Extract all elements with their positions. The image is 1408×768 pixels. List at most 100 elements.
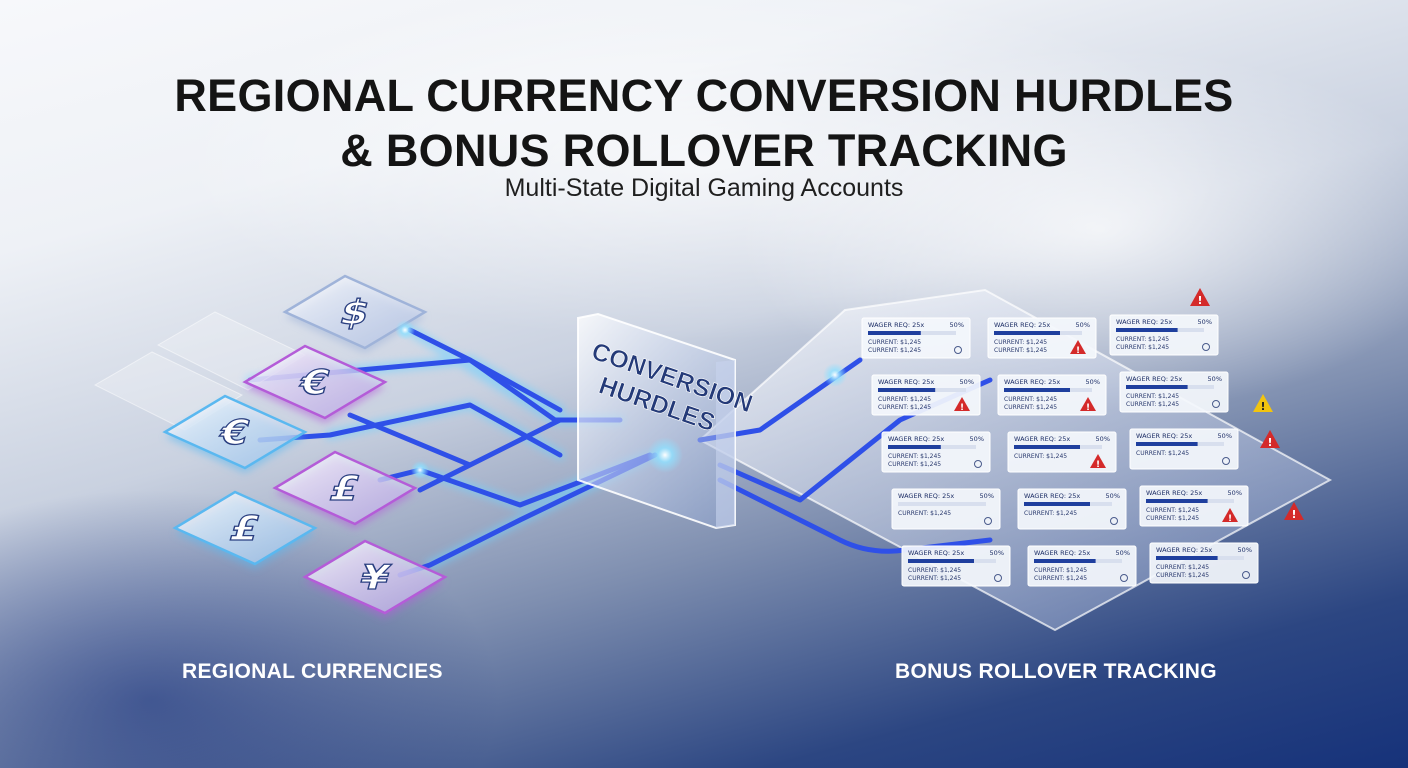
current-balance: CURRENT: $1,245 xyxy=(1156,564,1209,571)
rollover-progress-bar xyxy=(1126,385,1188,389)
warning-icon: ! xyxy=(1260,430,1280,449)
rollover-progress-bar xyxy=(868,331,921,335)
wager-requirement: WAGER REQ: 25x xyxy=(1146,489,1202,497)
current-balance: CURRENT: $1,245 xyxy=(898,510,951,517)
wager-percent: 50% xyxy=(1208,375,1222,383)
currency-tile: £ xyxy=(172,490,318,569)
svg-text:!: ! xyxy=(1076,346,1080,356)
page-title: REGIONAL CURRENCY CONVERSION HURDLES & B… xyxy=(0,68,1408,178)
wager-requirement: WAGER REQ: 25x xyxy=(994,321,1050,329)
tracking-card: WAGER REQ: 25x 50% CURRENT: $1,245CURRENT:… xyxy=(1027,545,1137,587)
currency-tile: $ xyxy=(282,274,428,353)
rollover-progress-bar xyxy=(1034,559,1096,563)
rollover-progress-bar xyxy=(1146,499,1208,503)
wager-requirement: WAGER REQ: 25x xyxy=(1034,549,1090,557)
rollover-progress-bar xyxy=(1014,445,1080,449)
current-balance: CURRENT: $1,245 xyxy=(1126,393,1179,400)
title-line-2: & BONUS ROLLOVER TRACKING xyxy=(340,125,1068,176)
warning-icon: ! xyxy=(1070,340,1086,356)
status-icon xyxy=(1212,400,1220,408)
current-balance: CURRENT: $1,245 xyxy=(1034,567,1087,574)
currency-tile: £ xyxy=(272,450,418,529)
status-icon xyxy=(1222,457,1230,465)
status-icon xyxy=(974,460,982,468)
wager-requirement: WAGER REQ: 25x xyxy=(1116,318,1172,326)
rollover-progress-bar xyxy=(1024,502,1090,506)
warning-icon: ! xyxy=(1222,508,1238,524)
title-line-1: REGIONAL CURRENCY CONVERSION HURDLES xyxy=(174,70,1234,121)
current-balance: CURRENT: $1,245 xyxy=(1004,404,1057,411)
warning-icon: ! xyxy=(1080,397,1096,413)
svg-text:!: ! xyxy=(1291,508,1296,521)
current-balance: CURRENT: $1,245 xyxy=(868,347,921,354)
wager-requirement: WAGER REQ: 25x xyxy=(908,549,964,557)
wager-requirement: WAGER REQ: 25x xyxy=(888,435,944,443)
warning-icon: ! xyxy=(1284,502,1304,521)
caption-regional-currencies: REGIONAL CURRENCIES xyxy=(182,660,443,683)
rollover-progress-bar xyxy=(994,331,1060,335)
current-balance: CURRENT: $1,245 xyxy=(1116,344,1169,351)
wager-percent: 50% xyxy=(1116,549,1130,557)
current-balance: CURRENT: $1,245 xyxy=(1014,453,1067,460)
svg-text:!: ! xyxy=(1096,460,1100,470)
wager-requirement: WAGER REQ: 25x xyxy=(1126,375,1182,383)
wager-requirement: WAGER REQ: 25x xyxy=(1156,546,1212,554)
wager-percent: 50% xyxy=(960,378,974,386)
current-balance: CURRENT: $1,245 xyxy=(888,461,941,468)
current-balance: CURRENT: $1,245 xyxy=(994,339,1047,346)
wager-requirement: WAGER REQ: 25x xyxy=(1014,435,1070,443)
status-icon xyxy=(1202,343,1210,351)
status-icon xyxy=(1120,574,1128,582)
wager-requirement: WAGER REQ: 25x xyxy=(1004,378,1060,386)
conversion-hurdle-panel: CONVERSION HURDLES xyxy=(577,312,756,530)
wager-percent: 50% xyxy=(1086,378,1100,386)
current-balance: CURRENT: $1,245 xyxy=(1034,575,1087,582)
wager-percent: 50% xyxy=(990,549,1004,557)
rollover-progress-bar xyxy=(908,559,974,563)
currency-tile: € xyxy=(242,344,388,423)
current-balance: CURRENT: $1,245 xyxy=(1126,401,1179,408)
current-balance: CURRENT: $1,245 xyxy=(888,453,941,460)
wager-requirement: WAGER REQ: 25x xyxy=(868,321,924,329)
wager-requirement: WAGER REQ: 25x xyxy=(1024,492,1080,500)
page-subtitle: Multi-State Digital Gaming Accounts xyxy=(504,174,904,202)
current-balance: CURRENT: $1,245 xyxy=(1024,510,1077,517)
current-balance: CURRENT: $1,245 xyxy=(1146,507,1199,514)
warning-icon: ! xyxy=(954,397,970,413)
wager-percent: 50% xyxy=(980,492,994,500)
warning-icon: ! xyxy=(1190,288,1210,307)
floating-alerts: ! ! ! ! xyxy=(1190,288,1304,521)
svg-text:!: ! xyxy=(960,403,964,413)
warning-icon: ! xyxy=(1090,454,1106,470)
wager-percent: 50% xyxy=(1198,318,1212,326)
rollover-progress-bar xyxy=(878,388,936,392)
wager-percent: 50% xyxy=(1218,432,1232,440)
status-icon xyxy=(954,346,962,354)
current-balance: CURRENT: $1,245 xyxy=(1004,396,1057,403)
tracking-card: WAGER REQ: 25x 50% CURRENT: $1,245CURRENT:… xyxy=(1139,485,1249,527)
tracking-card: WAGER REQ: 25x 50% CURRENT: $1,245CURRENT:… xyxy=(1119,371,1229,413)
current-balance: CURRENT: $1,245 xyxy=(1146,515,1199,522)
rollover-progress-bar xyxy=(1136,442,1198,446)
wager-percent: 50% xyxy=(1076,321,1090,329)
rollover-progress-bar xyxy=(1156,556,1218,560)
currency-tile: ¥ xyxy=(302,539,448,618)
current-balance: CURRENT: $1,245 xyxy=(1136,450,1189,457)
current-balance: CURRENT: $1,245 xyxy=(878,404,931,411)
flow-line-grid xyxy=(347,412,563,493)
wager-percent: 50% xyxy=(1228,489,1242,497)
wager-requirement: WAGER REQ: 25x xyxy=(1136,432,1192,440)
svg-text:!: ! xyxy=(1267,436,1272,449)
current-balance: CURRENT: $1,245 xyxy=(878,396,931,403)
svg-text:!: ! xyxy=(1260,400,1265,413)
svg-text:!: ! xyxy=(1228,514,1232,524)
wager-percent: 50% xyxy=(1238,546,1252,554)
svg-text:!: ! xyxy=(1197,294,1202,307)
